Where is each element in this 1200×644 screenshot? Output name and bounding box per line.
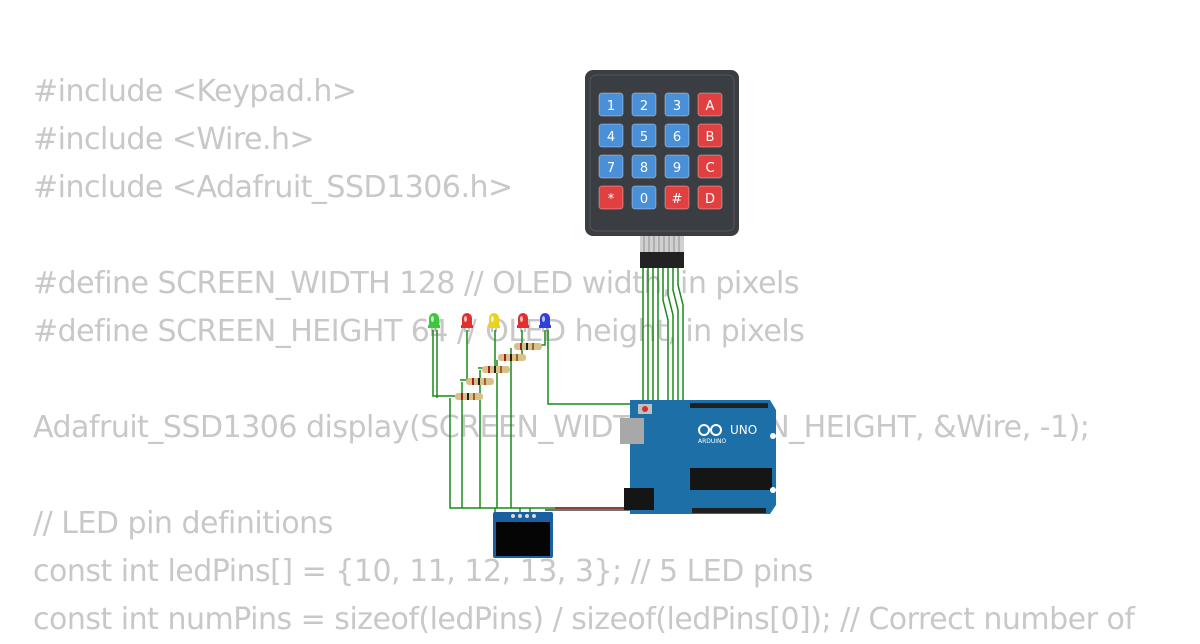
keypad-key[interactable]: 5 <box>631 123 657 148</box>
keypad-key-label: D <box>705 192 715 207</box>
keypad-key-label: B <box>706 130 715 145</box>
keypad-key-label: 3 <box>673 99 681 114</box>
led[interactable] <box>539 313 551 332</box>
keypad-key[interactable]: 6 <box>664 123 690 148</box>
keypad-key-label: A <box>706 99 715 114</box>
keypad-ribbon-lines <box>643 236 680 252</box>
keypad-key-label: 1 <box>607 99 615 114</box>
led[interactable] <box>428 313 440 332</box>
digital-header <box>690 403 768 408</box>
keypad[interactable]: 1 2 3 A 4 5 6 B 7 8 9 C * 0 # D <box>585 70 739 268</box>
keypad-keys[interactable]: 1 2 3 A 4 5 6 B 7 8 9 C * 0 # D <box>598 92 723 210</box>
keypad-bezel <box>589 74 735 232</box>
mount-hole <box>770 433 776 439</box>
keypad-key[interactable]: # <box>664 185 690 210</box>
keypad-key-label: C <box>705 161 714 176</box>
keypad-key-label: 9 <box>673 161 681 176</box>
keypad-wires <box>642 268 684 400</box>
mount-hole <box>770 487 776 493</box>
uno-logo <box>698 424 722 436</box>
keypad-key-label: 7 <box>607 161 615 176</box>
keypad-key[interactable]: A <box>697 92 723 117</box>
oled-pins <box>511 514 536 518</box>
keypad-key[interactable]: 1 <box>598 92 624 117</box>
keypad-key[interactable]: 3 <box>664 92 690 117</box>
led-wires <box>432 330 640 515</box>
led[interactable] <box>517 313 529 332</box>
code-line: #include <Keypad.h> <box>33 74 357 109</box>
code-line: #include <Wire.h> <box>33 122 315 157</box>
keypad-key-label: 5 <box>640 130 648 145</box>
keypad-key-label: * <box>608 192 615 207</box>
led[interactable] <box>488 313 500 332</box>
keypad-key[interactable]: B <box>697 123 723 148</box>
atmega-chip <box>690 468 772 490</box>
keypad-key-label: 8 <box>640 161 648 176</box>
code-line: // LED pin definitions <box>33 506 333 541</box>
keypad-key[interactable]: 2 <box>631 92 657 117</box>
keypad-key[interactable]: D <box>697 185 723 210</box>
power-jack <box>624 488 654 510</box>
keypad-key-label: 2 <box>640 99 648 114</box>
keypad-key[interactable]: 4 <box>598 123 624 148</box>
keypad-key[interactable]: 9 <box>664 154 690 179</box>
usb-port <box>620 418 644 444</box>
circuit-diagram: 1 2 3 A 4 5 6 B 7 8 9 C * 0 # D UNO ARDUINO <box>428 70 776 558</box>
resistors <box>455 343 542 400</box>
keypad-key[interactable]: * <box>598 185 624 210</box>
keypad-ribbon <box>640 236 684 252</box>
analog-header <box>692 508 766 513</box>
code-line: #define SCREEN_WIDTH 128 // OLED width, … <box>33 266 800 301</box>
keypad-key[interactable]: 8 <box>631 154 657 179</box>
keypad-key[interactable]: 7 <box>598 154 624 179</box>
arduino-model-label: UNO <box>730 423 757 437</box>
keypad-connector <box>640 252 684 268</box>
oled-display <box>493 512 553 558</box>
reset-button[interactable] <box>642 406 648 412</box>
keypad-key-label: 0 <box>640 192 648 207</box>
led[interactable] <box>461 313 473 332</box>
code-line: #include <Adafruit_SSD1306.h> <box>33 170 513 205</box>
keypad-key-label: # <box>672 192 683 207</box>
oled-screen <box>496 522 550 556</box>
keypad-key[interactable]: 0 <box>631 185 657 210</box>
keypad-key-label: 4 <box>607 130 615 145</box>
keypad-key[interactable]: C <box>697 154 723 179</box>
led-group <box>428 313 551 332</box>
keypad-key-label: 6 <box>673 130 681 145</box>
arduino-uno[interactable]: UNO ARDUINO <box>620 400 776 514</box>
code-line: const int ledPins[] = {10, 11, 12, 13, 3… <box>33 554 813 589</box>
arduino-brand-label: ARDUINO <box>698 438 727 445</box>
